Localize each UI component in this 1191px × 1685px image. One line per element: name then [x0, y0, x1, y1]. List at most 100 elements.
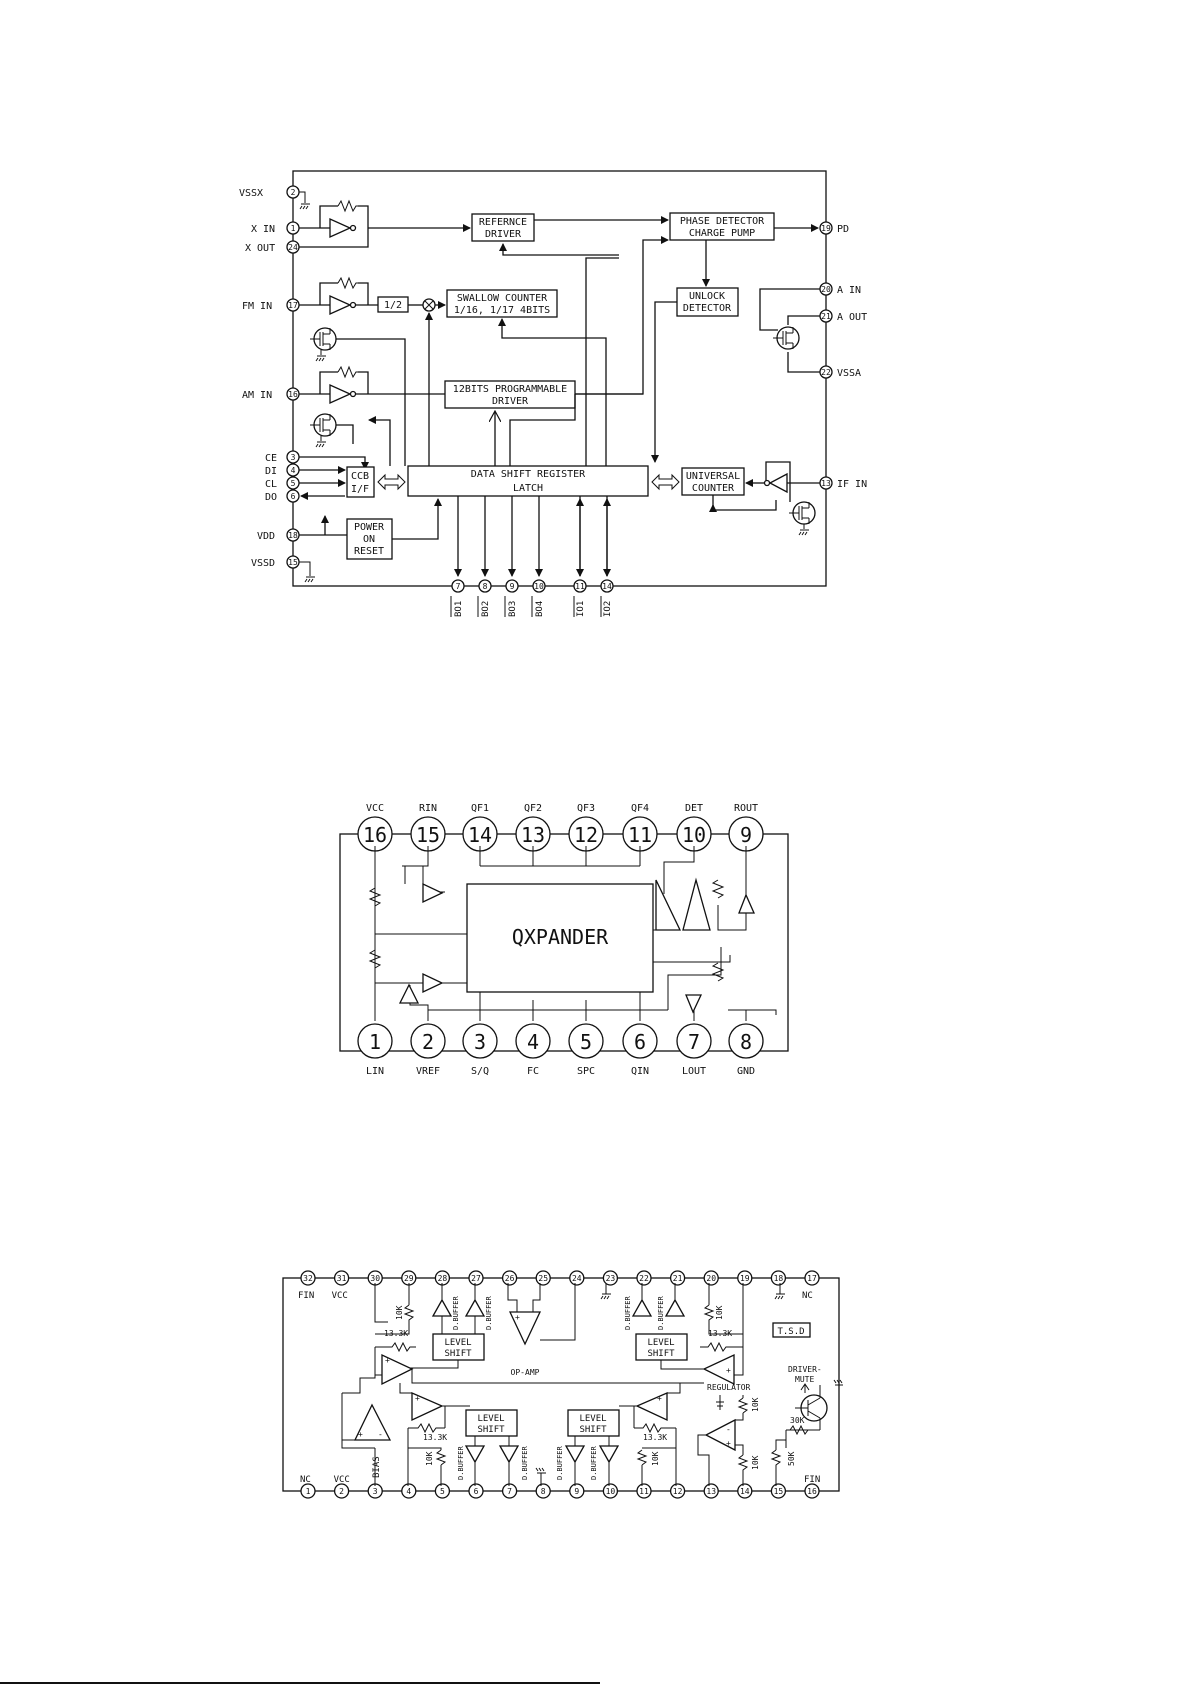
pin-number: 22	[639, 1274, 649, 1283]
resistor-value: 13.3K	[643, 1433, 667, 1442]
data-shift-register-block: DATA SHIFT REGISTER LATCH	[407, 465, 649, 497]
block-label: CCB	[351, 471, 369, 482]
ground-icon	[774, 1293, 785, 1300]
pin-label: IF IN	[837, 479, 867, 490]
pin-label: A IN	[837, 285, 861, 296]
xtal-oscillator	[299, 199, 471, 248]
pin-number: 14	[468, 823, 492, 847]
pin-label: VDD	[257, 531, 275, 542]
svg-text:+: +	[385, 1356, 390, 1365]
pin-xin: X IN 1	[251, 221, 300, 235]
pin-number: 5	[580, 1030, 592, 1054]
amp-pin-25: 25	[535, 1270, 551, 1286]
pin-label: VCC	[332, 1291, 348, 1301]
pin-number: 9	[510, 582, 515, 591]
pin-bo3: 9 BO3	[504, 579, 519, 617]
pin-label: A OUT	[837, 312, 867, 323]
pin-number: 4	[527, 1030, 539, 1054]
block-label: SWALLOW COUNTER	[457, 293, 548, 304]
svg-text:+: +	[415, 1394, 420, 1403]
opamp-icon	[704, 1418, 736, 1452]
block-label: T.S.D	[777, 1327, 804, 1337]
unlock-detector-block: UNLOCK DETECTOR	[676, 287, 739, 317]
pin-number: 6	[634, 1030, 646, 1054]
pin-number: 16	[288, 390, 298, 399]
pin-number: 24	[288, 243, 298, 252]
pin-label: CE	[265, 453, 277, 464]
pin-number: 22	[821, 368, 831, 377]
block-label: PHASE DETECTOR	[680, 216, 765, 227]
regulator-label: REGULATOR	[707, 1383, 751, 1392]
resistor-icon	[368, 949, 382, 969]
pin-number: 13	[821, 479, 831, 488]
pin-number: 6	[291, 492, 296, 501]
pin-number: 10	[606, 1487, 616, 1496]
buffer-icon	[464, 1445, 486, 1464]
pin-number: 3	[373, 1487, 378, 1496]
resistor-value: 50K	[787, 1451, 796, 1466]
pin-amin: AM IN 16	[242, 387, 300, 401]
universal-counter-block: UNIVERSAL COUNTER	[651, 461, 820, 536]
resistor-icon	[789, 1424, 809, 1436]
level-shift-block	[465, 1409, 518, 1437]
pin-number: 10	[534, 582, 544, 591]
pin-label: IO2	[603, 601, 613, 617]
pin-number: 1	[369, 1030, 381, 1054]
resistor-icon	[737, 1397, 749, 1414]
amp-pin-29: 29	[401, 1270, 417, 1286]
opamp-icon	[508, 1311, 542, 1346]
pin-bo1: 7 BO1	[450, 579, 465, 617]
buffer-label: D.BUFFER	[485, 1295, 493, 1330]
tsd-block	[772, 1322, 811, 1338]
pin-number: 11	[575, 582, 585, 591]
pin-number: 7	[688, 1030, 700, 1054]
svg-text:+: +	[515, 1313, 520, 1322]
opamp-label: OP-AMP	[511, 1368, 540, 1377]
pin-number: 7	[507, 1487, 512, 1496]
svg-text:-: -	[726, 1425, 731, 1434]
ground-icon	[299, 203, 310, 210]
pin-di: DI 4	[265, 463, 300, 477]
amp-pin-9: 9	[569, 1483, 585, 1499]
pin-label: QIN	[631, 1066, 649, 1077]
inverter-icon	[768, 472, 788, 494]
svg-text:+: +	[358, 1430, 363, 1439]
buffer-icon	[464, 1298, 486, 1317]
level-shift-block	[567, 1409, 620, 1437]
amp-pin-27: 27	[468, 1270, 484, 1286]
pin-number: 11	[628, 823, 652, 847]
am-input-path	[299, 365, 445, 448]
opamp-icon	[655, 879, 682, 931]
pin-label: X IN	[251, 224, 275, 235]
resistor-value: 13.3K	[708, 1329, 732, 1338]
bidirectional-arrow-icon	[651, 473, 680, 491]
amp-pin-30: 30	[367, 1270, 383, 1286]
pin-number: 12	[673, 1487, 683, 1496]
resistor-icon	[408, 1422, 445, 1434]
pin-label: DI	[265, 466, 277, 477]
pin-ifin: 13 IF IN	[819, 476, 867, 490]
pin-label: FC	[527, 1066, 539, 1077]
pin-label: BO1	[454, 601, 464, 617]
opamp-icon	[702, 1353, 735, 1386]
pin-label: BO4	[535, 601, 545, 617]
pin-number: 20	[706, 1274, 716, 1283]
svg-text:+: +	[726, 1366, 731, 1375]
pin-label: DET	[685, 803, 703, 814]
amp-pin-19: 19	[737, 1270, 753, 1286]
pin-bo4: 10 BO4	[531, 579, 546, 617]
block-label: LEVEL	[477, 1414, 504, 1424]
pin-number: 15	[288, 558, 298, 567]
pin-number: 18	[774, 1274, 784, 1283]
resistor-icon	[634, 1422, 676, 1434]
pin-do: DO 6	[265, 489, 300, 503]
pin-label: RIN	[419, 803, 437, 814]
